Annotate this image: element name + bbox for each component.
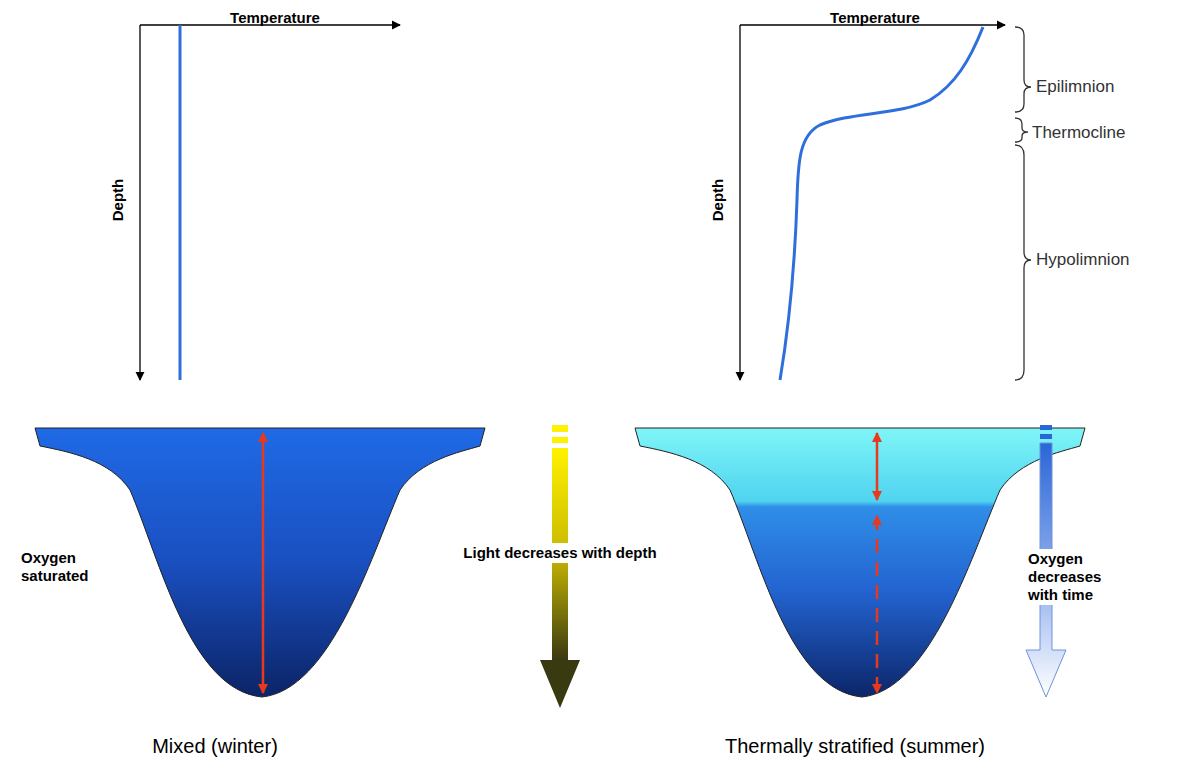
lake-stratified [635,428,1085,697]
panel-caption: Mixed (winter) [152,734,278,758]
light-arrow [540,425,580,708]
summer-axes [740,25,1005,380]
layer-label: Hypolimnion [1036,250,1130,270]
oxygen-note: Oxygen decreases with time [1025,549,1119,605]
axis-title: Depth [709,179,727,222]
light-note: Light decreases with depth [460,543,659,563]
temperature-profile [780,27,983,380]
winter-axes [140,25,400,380]
axis-title: Temperature [830,9,920,27]
axis-title: Depth [109,179,127,222]
hypolimnion-mixing-arrow [876,516,879,693]
temperature-profile [179,25,182,380]
layer-braces [1015,27,1031,380]
mixing-arrow [262,433,265,693]
axis-title: Temperature [230,9,320,27]
epilimnion-mixing-arrow [876,433,879,500]
panel-caption: Thermally stratified (summer) [725,734,985,758]
layer-label: Epilimnion [1036,77,1114,97]
oxygen-note: Oxygen saturated [21,549,111,585]
lake-mixed [35,428,485,697]
layer-label: Thermocline [1032,123,1126,143]
